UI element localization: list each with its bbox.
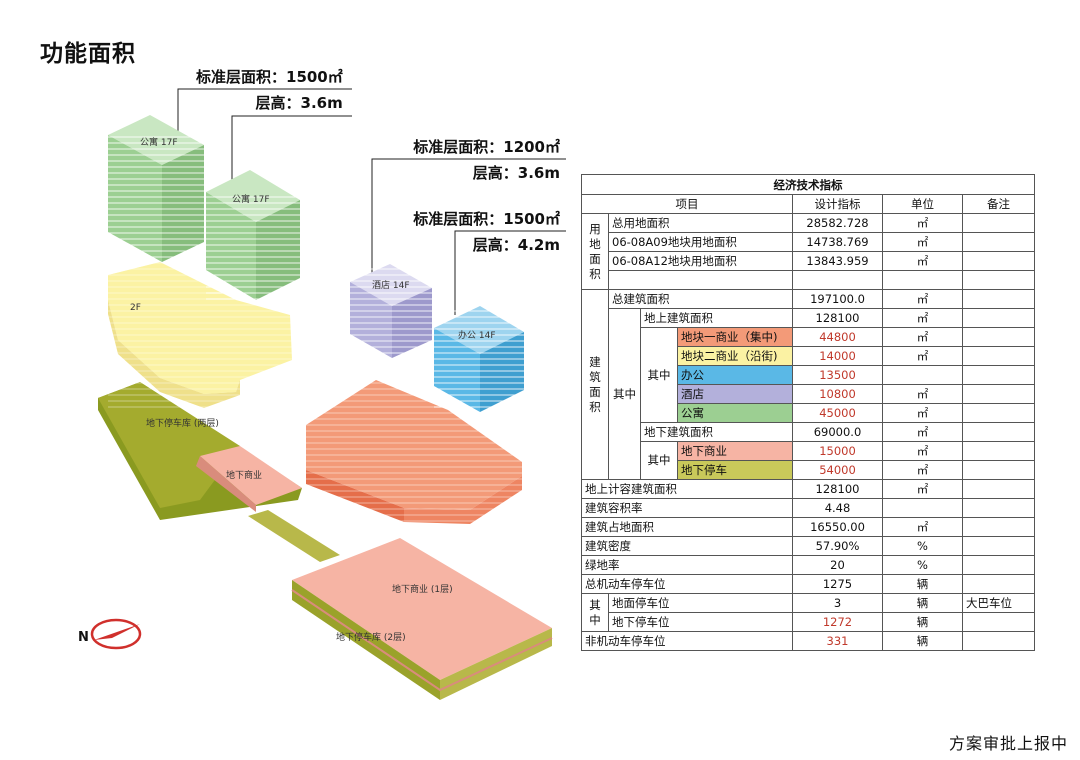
page-title: 功能面积 (40, 41, 136, 67)
table-row: 地下停车位 1272 辆 (582, 612, 1035, 632)
table-row: 总机动车停车位 1275 辆 (581, 574, 1035, 594)
label-podium: 2F (130, 303, 141, 313)
table-row: 地上计容建筑面积 128100 ㎡ (581, 479, 1035, 499)
table-title: 经济技术指标 (581, 174, 1035, 195)
apartment-tower-1 (108, 115, 204, 262)
underground-commerce-bottom (291, 538, 553, 700)
table-row: 办公 13500 (582, 365, 1035, 385)
table-row: 其中 地面停车位 3 辆 大巴车位 (581, 593, 1035, 632)
label-ug-parking-left: 地下停车库 (两层) (146, 417, 219, 429)
compass-n-label: N (78, 630, 89, 645)
label-office: 办公 14F (458, 329, 496, 341)
callout-hotel: 标准层面积：1200㎡ 层高：3.6m (413, 138, 560, 182)
table-row: 06-08A09地块用地面积 14738.769 ㎡ (582, 232, 1035, 252)
table-row: 其中 地块一商业（集中) 44800 ㎡ (582, 327, 1035, 423)
connector-corridor (248, 510, 340, 562)
underground-parking-left (98, 382, 302, 520)
label-ug-commerce-2: 地下商业 (1层) (392, 583, 453, 595)
hotel-tower (350, 264, 432, 358)
table-row: 其中 地下商业 15000 ㎡ (582, 441, 1035, 480)
table-row: 地下停车 54000 ㎡ (582, 460, 1035, 480)
apartment-tower-2 (206, 170, 300, 300)
label-hotel: 酒店 14F (372, 279, 410, 291)
table-row: 其中 地上建筑面积 128100 ㎡ (582, 308, 1035, 480)
label-ug-parking-2: 地下停车库 (2层) (336, 631, 406, 643)
table-row: 用地面积 总用地面积 28582.728 ㎡ (581, 213, 1035, 290)
group-land: 用地面积 (581, 213, 609, 290)
economic-indicators-table: 经济技术指标 项目 设计指标 单位 备注 用地面积 总用地面积 28582.72… (581, 174, 1035, 651)
footer-status: 方案审批上报中 (948, 734, 1068, 753)
north-compass-icon (90, 618, 142, 650)
table-row: 公寓 45000 ㎡ (582, 403, 1035, 423)
callout-apartment: 标准层面积：1500㎡ 层高：3.6m (196, 68, 343, 112)
table-row: 非机动车停车位 331 辆 (581, 631, 1035, 651)
group-build: 建筑面积 (581, 289, 609, 480)
table-row-blank (582, 270, 1035, 290)
table-row: 酒店 10800 ㎡ (582, 384, 1035, 404)
table-header-row: 项目 设计指标 单位 备注 (581, 194, 1035, 214)
office-tower (434, 306, 524, 412)
table-row: 地块二商业（沿街) 14000 ㎡ (582, 346, 1035, 366)
table-row: 06-08A12地块用地面积 13843.959 ㎡ (582, 251, 1035, 271)
axonometric-diagram: 公寓 17F 公寓 17F 酒店 14F 办公 14F 2F 地下停车库 (两层… (90, 88, 566, 700)
table-row: 建筑密度 57.90% % (581, 536, 1035, 556)
table-row: 绿地率 20 % (581, 555, 1035, 575)
label-apt1: 公寓 17F (140, 136, 178, 148)
table-row: 建筑容积率 4.48 (581, 498, 1035, 518)
label-apt2: 公寓 17F (232, 193, 270, 205)
table-row: 建筑占地面积 16550.00 ㎡ (581, 517, 1035, 537)
label-ug-commerce-1: 地下商业 (226, 469, 262, 481)
callout-office: 标准层面积：1500㎡ 层高：4.2m (413, 210, 560, 254)
table-row: 地下建筑面积 69000.0 ㎡ (582, 422, 1035, 442)
table-row: 建筑面积 总建筑面积 197100.0 ㎡ (581, 289, 1035, 480)
